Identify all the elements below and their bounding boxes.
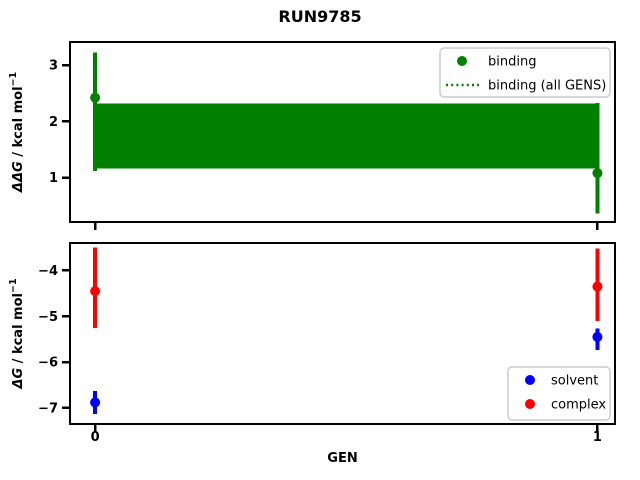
legend-box: [439, 47, 611, 98]
x-tick-label: 0: [91, 430, 100, 445]
y-axis-label: ΔG / kcal mol−1: [8, 278, 26, 389]
y-tick-label: 3: [49, 59, 58, 74]
complex-point-0: [90, 286, 101, 297]
y-tick-label: 1: [49, 171, 58, 186]
uncertainty-band: [95, 103, 598, 169]
legend-label: complex: [551, 398, 606, 413]
binding-point-0: [90, 92, 101, 103]
legend-dot-swatch: [457, 56, 467, 66]
complex-point-1: [592, 281, 603, 292]
binding-point-1: [592, 168, 603, 179]
solvent-point-0: [90, 397, 101, 408]
axes-frame: [69, 41, 616, 223]
legend-dot-swatch: [525, 399, 535, 409]
legend-dot-swatch: [525, 375, 535, 385]
y-tick-label: −5: [38, 310, 58, 325]
legend-lower-right: solvent complex: [507, 366, 611, 421]
x-tick-label: 1: [593, 430, 602, 445]
legend-label: solvent: [551, 374, 598, 389]
legend-label: binding: [488, 55, 536, 70]
figure-title: RUN9785: [278, 7, 362, 26]
y-tick-label: −4: [38, 264, 58, 279]
legend-label: binding (all GENS): [488, 79, 606, 94]
y-tick-label: −7: [38, 401, 58, 416]
y-tick-label: −6: [38, 356, 58, 371]
y-axis-label: ΔΔG / kcal mol−1: [8, 72, 26, 193]
solvent-point-1: [592, 331, 603, 342]
x-axis-label: GEN: [327, 451, 357, 466]
legend-upper-right: binding binding (all GENS): [439, 47, 611, 98]
y-tick-label: 2: [49, 115, 58, 130]
axes-frame: [69, 242, 616, 425]
